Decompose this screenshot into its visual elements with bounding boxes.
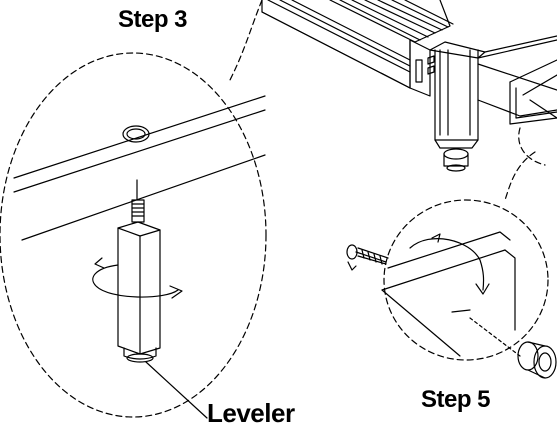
rail-underside: [13, 95, 266, 241]
step5-callout: [383, 127, 549, 361]
bed-frame-corner: [261, 0, 557, 172]
drawer-knob-icon: [517, 341, 557, 379]
step5-label: Step 5: [421, 386, 491, 413]
leveler-leader: [145, 361, 208, 419]
knob-guide: [469, 317, 521, 357]
turn-arrow-icon: [409, 233, 490, 295]
drawer-front: [381, 231, 516, 357]
leveler-label: Leveler: [207, 398, 295, 428]
leg-with-leveler: [117, 199, 161, 363]
step3-label: Step 3: [118, 6, 188, 33]
step3-callout: [0, 0, 267, 418]
rotate-arrow-icon: [92, 257, 183, 299]
screw-icon: [346, 244, 389, 271]
